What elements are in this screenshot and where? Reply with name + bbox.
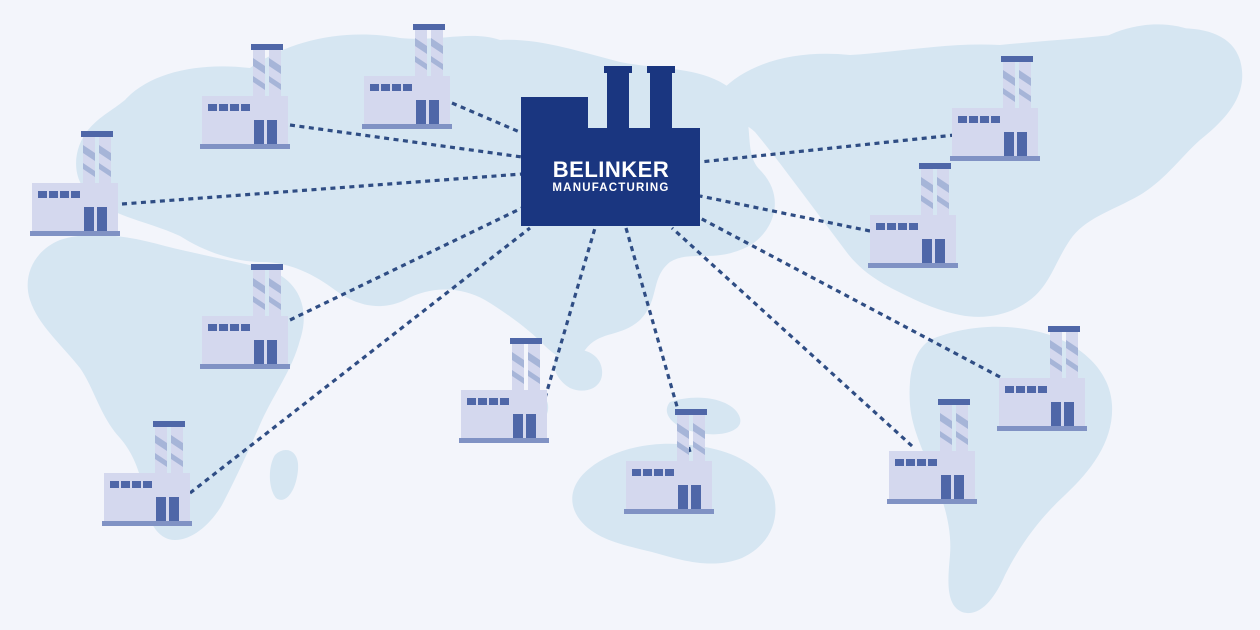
island-madagascar xyxy=(269,450,299,500)
connector-factory-north-america-east xyxy=(699,194,871,233)
factory-icon xyxy=(887,399,977,504)
factory-north-scandinavia xyxy=(362,24,452,129)
factory-west xyxy=(30,131,120,236)
hq-factory-icon xyxy=(521,66,700,226)
factory-icon xyxy=(459,338,549,443)
factory-northwest-europe xyxy=(200,44,290,149)
continent-north-america xyxy=(719,28,1243,317)
factory-icon xyxy=(997,326,1087,431)
connector-factory-west xyxy=(121,172,523,206)
connector-factory-north-america-north xyxy=(699,133,956,164)
hq-name: BELINKER xyxy=(553,157,669,182)
factory-south-asia xyxy=(459,338,549,443)
connector-factory-north-scandinavia xyxy=(451,101,523,135)
factory-australia xyxy=(624,409,714,514)
hq-factory: BELINKER MANUFACTURING xyxy=(521,66,700,226)
factory-brazil xyxy=(997,326,1087,431)
connector-factory-northwest-europe xyxy=(289,123,523,159)
factory-south-america xyxy=(887,399,977,504)
connector-factory-south-america xyxy=(670,226,914,448)
island-arctic xyxy=(907,49,966,78)
island-greenland xyxy=(1091,24,1206,97)
hq-subtitle: MANUFACTURING xyxy=(552,182,669,194)
factory-icon xyxy=(624,409,714,514)
connection-links xyxy=(121,101,1001,495)
island-southeast-asia xyxy=(554,349,603,391)
factory-icon xyxy=(868,163,958,268)
factory-north-america-north xyxy=(950,56,1040,161)
factory-south-africa xyxy=(102,421,192,526)
factory-icon xyxy=(102,421,192,526)
continent-africa xyxy=(27,234,304,541)
factory-central-africa xyxy=(200,264,290,369)
satellite-factories xyxy=(30,24,1087,526)
factory-icon xyxy=(200,44,290,149)
factory-icon xyxy=(200,264,290,369)
factory-north-america-east xyxy=(868,163,958,268)
connector-factory-south-asia xyxy=(543,227,597,399)
factory-icon xyxy=(30,131,120,236)
factory-icon xyxy=(950,56,1040,161)
connector-factory-central-africa xyxy=(289,206,523,322)
factory-icon xyxy=(362,24,452,129)
